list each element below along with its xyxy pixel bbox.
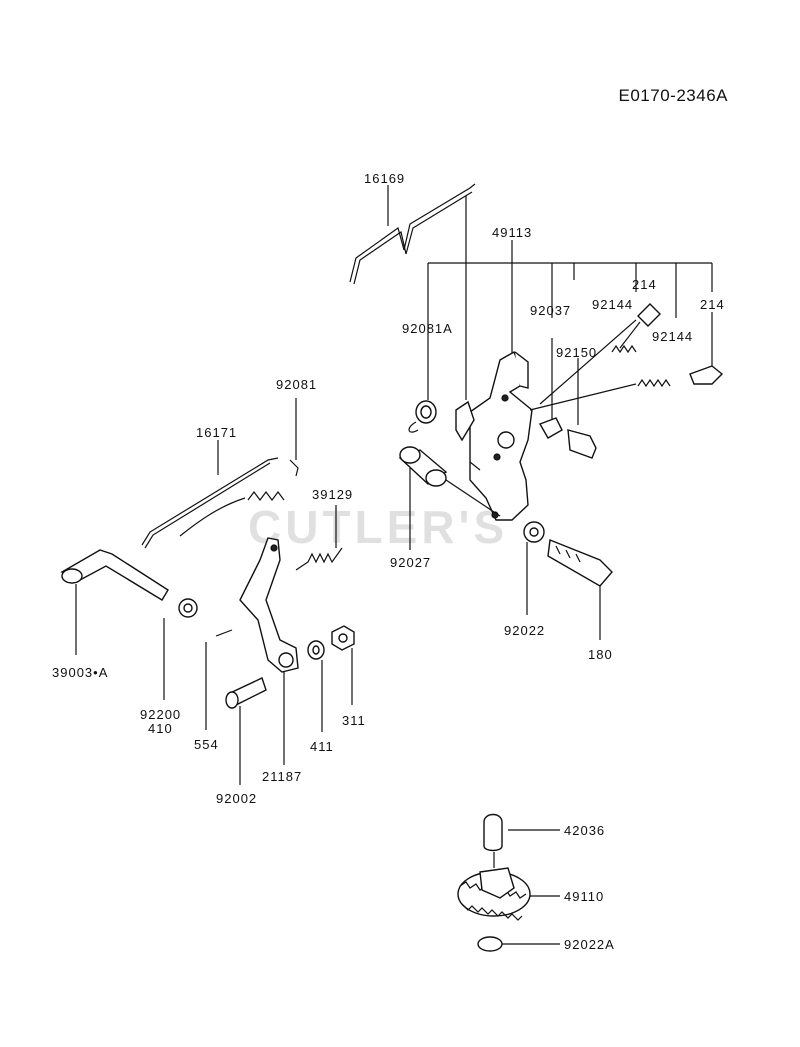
label-42036: 42036 — [564, 823, 606, 838]
spring-92081 — [179, 398, 299, 537]
label-411: 411 — [310, 739, 334, 754]
label-92200: 92200 — [140, 707, 182, 722]
label-92037: 92037 — [530, 303, 572, 318]
throttle-wire-16171 — [141, 440, 279, 549]
bolt-214-b — [689, 365, 724, 385]
collar-92027 — [398, 446, 501, 550]
label-39129: 39129 — [312, 487, 354, 502]
watermark: CUTLER'S — [248, 501, 509, 553]
spring-92144-a — [611, 344, 637, 354]
label-554: 554 — [194, 737, 219, 752]
label-92081: 92081 — [276, 377, 318, 392]
label-16171: 16171 — [196, 425, 238, 440]
spring-92144-b — [529, 378, 671, 411]
gear-49110 — [457, 867, 560, 921]
label-92002: 92002 — [216, 791, 258, 806]
spring-39129 — [295, 505, 343, 571]
label-410: 410 — [148, 721, 173, 736]
label-49110: 49110 — [564, 889, 605, 904]
label-214-a: 214 — [632, 277, 657, 292]
label-92022A: 92022A — [564, 937, 615, 952]
label-39003A: 39003•A — [52, 665, 109, 680]
nut-311 — [331, 625, 355, 705]
label-92144-a: 92144 — [592, 297, 634, 312]
label-92081A: 92081A — [402, 321, 453, 336]
throttle-lever-21187 — [239, 537, 299, 765]
label-92150: 92150 — [556, 345, 598, 360]
bolt-180 — [547, 539, 613, 640]
wire-link-16169 — [349, 183, 476, 285]
drawing-code: E0170-2346A — [618, 86, 728, 105]
leader-bracket-49113 — [427, 196, 713, 425]
washer-92022 — [523, 521, 545, 615]
label-21187: 21187 — [262, 769, 303, 784]
label-16169: 16169 — [364, 171, 406, 186]
control-shaft-39003A — [60, 549, 169, 655]
spring-clip-92081A — [408, 400, 475, 442]
label-311: 311 — [342, 713, 366, 728]
washer-411 — [307, 640, 325, 732]
label-49113: 49113 — [492, 225, 533, 240]
label-214-b: 214 — [700, 297, 725, 312]
label-92022: 92022 — [504, 623, 546, 638]
cap-42036 — [483, 813, 560, 868]
label-92027: 92027 — [390, 555, 432, 570]
label-180: 180 — [588, 647, 613, 662]
label-92144-b: 92144 — [652, 329, 694, 344]
screw-92002 — [225, 677, 267, 785]
washer-92200 — [163, 598, 198, 700]
bolt-214-a — [619, 303, 661, 349]
bolt-92150 — [538, 319, 637, 459]
leader-lines — [469, 461, 481, 471]
governor-plate-49113 — [469, 350, 533, 521]
washer-92022A — [477, 936, 560, 952]
pin-554 — [205, 629, 233, 730]
